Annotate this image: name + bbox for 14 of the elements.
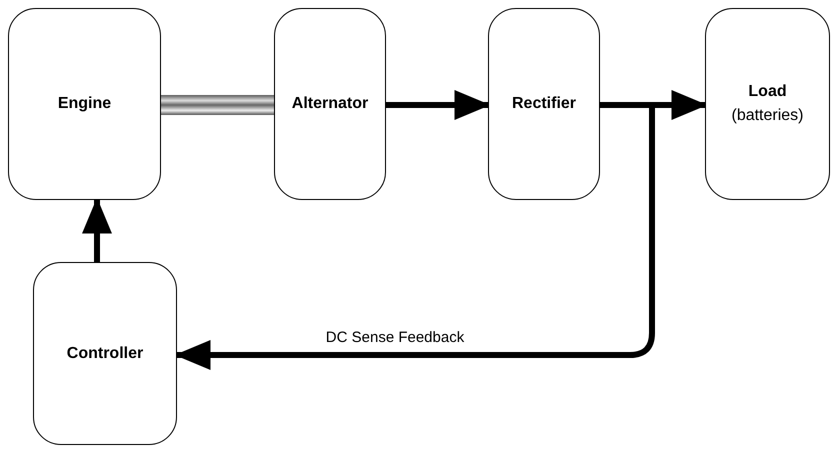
box-title: Rectifier <box>512 94 576 114</box>
process-box <box>705 8 830 200</box>
process-box <box>488 8 600 200</box>
shaft-connector <box>161 95 274 115</box>
box-title: Alternator <box>292 94 368 114</box>
box-subtitle: (batteries) <box>731 106 804 126</box>
box-title: Engine <box>58 94 112 114</box>
process-box <box>274 8 386 200</box>
process-box <box>8 8 161 200</box>
process-box <box>33 262 177 445</box>
arrow <box>386 90 490 120</box>
box-title: Controller <box>66 344 144 364</box>
box-title: Load <box>748 82 787 102</box>
arrow <box>82 198 112 262</box>
